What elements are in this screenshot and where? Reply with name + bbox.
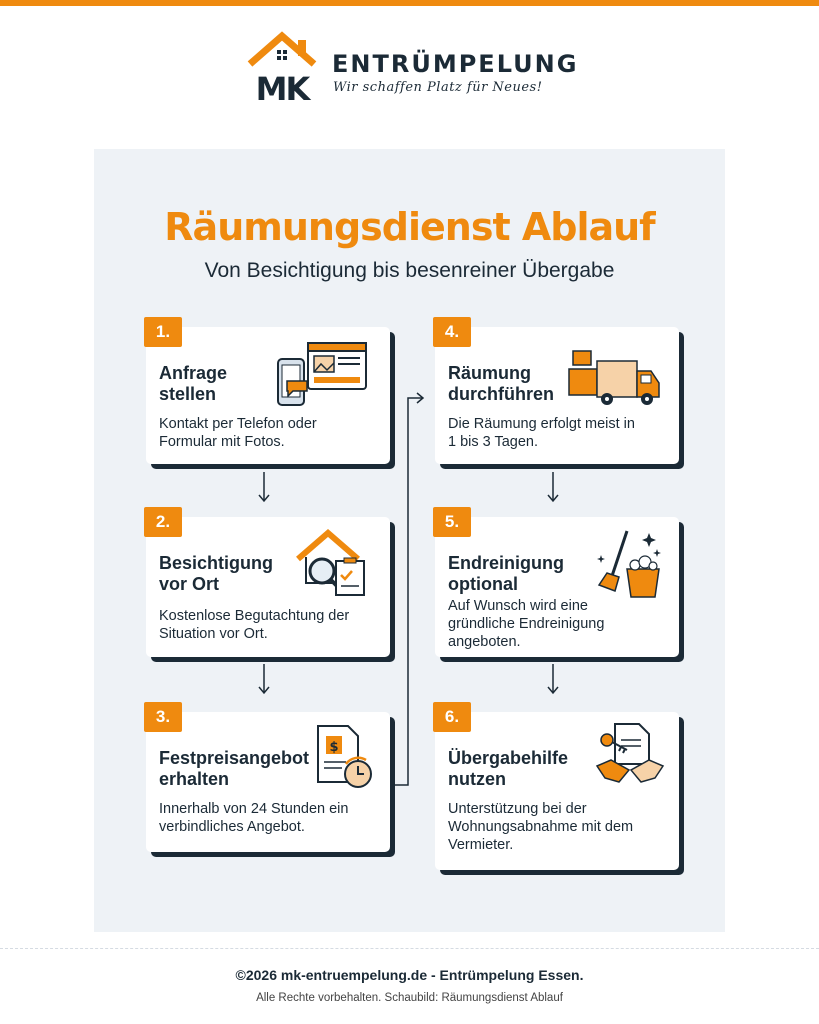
arrow-step1-to-step2 (258, 472, 270, 503)
house-inspection-icon (296, 529, 365, 596)
step-card-3: 3. Festpreisangebot erhalten Innerhalb v… (144, 702, 390, 852)
handshake-key-icon (595, 723, 665, 783)
step-description: Kontakt per Telefon oder Formular mit Fo… (159, 416, 317, 450)
house-logo-icon: MK (247, 31, 317, 102)
step-number-badge: 2. (144, 507, 182, 537)
arrow-step2-to-step3 (258, 664, 270, 695)
step-number-badge: 4. (433, 317, 471, 347)
arrow-step4-to-step5 (547, 472, 559, 503)
step-title: Festpreisangebot erhalten (159, 748, 310, 789)
phone-form-icon (277, 342, 367, 406)
step-title: Besichtigung vor Ort (159, 553, 274, 594)
step-card-6: 6. Übergabehilfe nutzen Unterstützung be… (433, 702, 679, 870)
step-card-1: 1. Anfrage stellen Kontakt per Telefon o… (144, 317, 390, 464)
step-card-2: 2. Besichtigung vor Ort Kostenlose Begut… (144, 507, 390, 657)
price-document-clock-icon: $ (317, 725, 372, 788)
step-card-4: 4. Räumung durchführen Die Räumung erfol… (433, 317, 679, 464)
footer-divider (0, 948, 819, 949)
step-description: Kostenlose Begutachtung der Situation vo… (159, 608, 350, 642)
page-title: Räumungsdienst Ablauf (164, 205, 655, 249)
arrow-step3-to-step4 (392, 392, 425, 786)
page-subtitle: Von Besichtigung bis besenreiner Übergab… (204, 259, 615, 282)
footer-rights: Alle Rechte vorbehalten. Schaubild: Räum… (256, 992, 563, 1004)
step-title: Übergabehilfe nutzen (448, 748, 569, 789)
brand-slogan: Wir schaffen Platz für Neues! (333, 80, 543, 95)
brand-name: ENTRÜMPELUNG (332, 50, 579, 78)
step-description: Die Räumung erfolgt meist in 1 bis 3 Tag… (448, 416, 635, 450)
broom-bucket-icon (597, 530, 661, 598)
step-description: Auf Wunsch wird eine gründliche Endreini… (448, 598, 605, 650)
logo-initials: MK (256, 70, 312, 102)
arrow-step5-to-step6 (547, 664, 559, 695)
step-title: Räumung durchführen (448, 363, 554, 404)
step-number-badge: 3. (144, 702, 182, 732)
step-card-5: 5. Endreinigung optional Auf Wunsch wird… (433, 507, 679, 657)
step-title: Anfrage stellen (159, 363, 228, 404)
step-number-badge: 1. (144, 317, 182, 347)
moving-truck-icon (568, 350, 660, 405)
footer-copyright: ©2026 mk-entruempelung.de - Entrümpelung… (235, 967, 584, 983)
brand-logo[interactable]: MK ENTRÜMPELUNG Wir schaffen Platz für N… (246, 30, 576, 102)
step-number-badge: 5. (433, 507, 471, 537)
step-description: Innerhalb von 24 Stunden ein verbindlich… (159, 801, 349, 835)
step-title: Endreinigung optional (448, 553, 564, 594)
svg-text:$: $ (329, 740, 338, 755)
step-number-badge: 6. (433, 702, 471, 732)
top-accent-bar (0, 0, 819, 6)
step-description: Unterstützung bei der Wohnungsabnahme mi… (448, 801, 634, 853)
